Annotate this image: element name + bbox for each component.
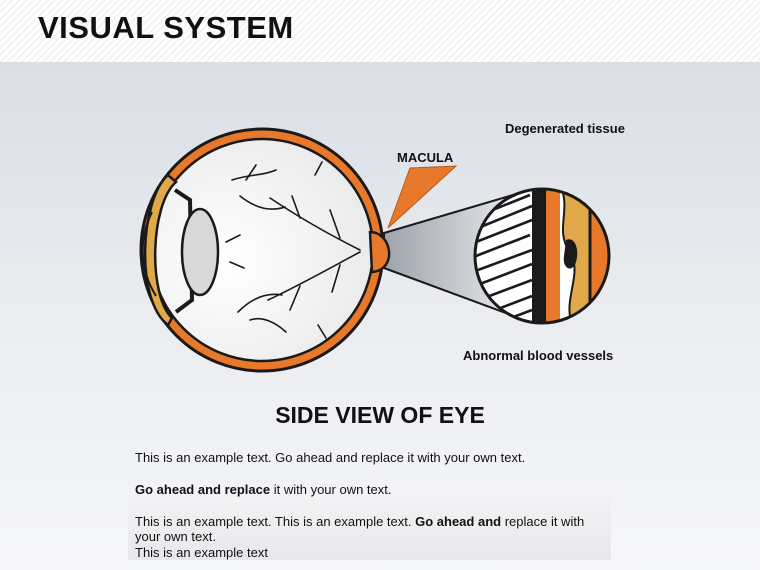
diagram-subtitle: SIDE VIEW OF EYE (275, 402, 485, 428)
slide-stage (0, 62, 760, 570)
body-paragraph-2: Go ahead and replace it with your own te… (135, 482, 392, 497)
eyeball (139, 127, 391, 373)
header-bar: VISUAL SYSTEM (0, 0, 760, 62)
macula-pointer (387, 165, 458, 229)
bold-phrase: Go ahead and (415, 514, 502, 529)
retina-vessels (225, 161, 361, 339)
label-degenerated-tissue: Degenerated tissue (505, 121, 625, 136)
body-paragraph-4: This is an example text (135, 545, 268, 560)
page-title: VISUAL SYSTEM (38, 10, 294, 45)
bold-phrase: Go ahead and replace (135, 482, 271, 497)
label-macula: MACULA (397, 150, 454, 165)
label-abnormal-blood-vessels: Abnormal blood vessels (463, 348, 614, 363)
text-box-background (128, 488, 611, 560)
paragraph-text: it with your own text. (270, 482, 392, 497)
paragraph-text: replace it with your own text. (135, 514, 585, 544)
body-paragraph-3: This is an example text. This is an exam… (135, 514, 595, 544)
body-paragraph-1: This is an example text. Go ahead and re… (135, 450, 526, 465)
paragraph-text: This is an example text. This is an exam… (135, 514, 416, 529)
